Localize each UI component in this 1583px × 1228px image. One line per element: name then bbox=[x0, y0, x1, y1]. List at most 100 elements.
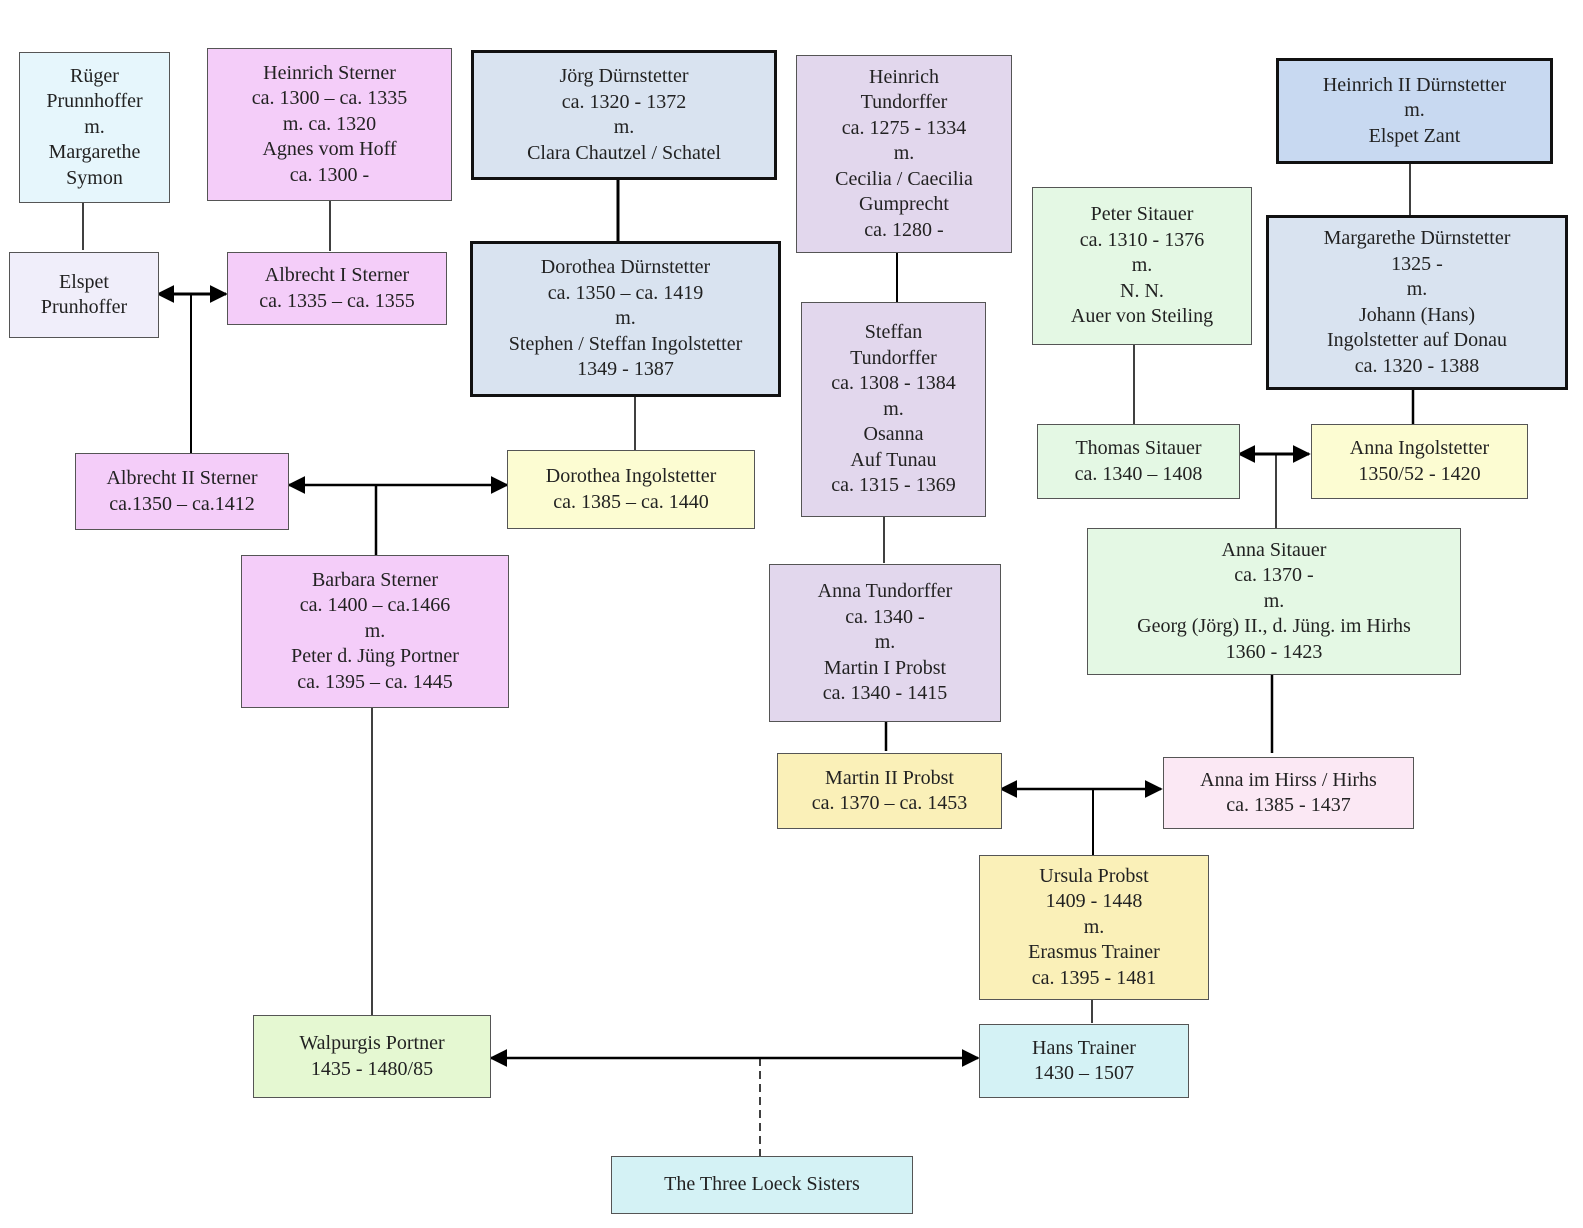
person-text-line: Prunhoffer bbox=[40, 296, 128, 318]
person-text-line: Tundorffer bbox=[850, 346, 937, 369]
person-text-line: The Three Loeck Sisters bbox=[664, 1173, 860, 1196]
person-text-line: m. bbox=[1406, 278, 1428, 300]
person-text-line: Thomas Sitauer bbox=[1075, 437, 1202, 459]
person-text-line: Elspet bbox=[59, 270, 109, 293]
person-text-line: Jörg Dürnstetter bbox=[559, 65, 689, 87]
person-text-line: Barbara Sterner bbox=[311, 568, 439, 591]
person-text-line: ca. 1340 – 1408 bbox=[1074, 462, 1203, 485]
person-text-line: Walpurgis Portner bbox=[299, 1032, 445, 1054]
person-text-line: m. bbox=[1083, 915, 1105, 938]
person-text-line: ca. 1315 - 1369 bbox=[831, 474, 956, 497]
person-text-line: Auer von Steiling bbox=[1070, 305, 1214, 328]
person-text-line: m. bbox=[613, 116, 635, 138]
person-text-line: ca. 1300 – ca. 1335 bbox=[251, 87, 408, 110]
person-text-line: ca. 1385 - 1437 bbox=[1226, 794, 1351, 816]
person-text-line: Heinrich Sterner bbox=[263, 61, 396, 84]
person-text-line: 1349 - 1387 bbox=[577, 358, 674, 381]
person-text-line: ca. 1400 – ca.1466 bbox=[299, 594, 451, 617]
person-text-line: Peter d. Jüng Portner bbox=[291, 645, 459, 668]
person-text-line: ca. 1395 - 1481 bbox=[1031, 966, 1157, 989]
person-text-line: ca. 1275 - 1334 bbox=[841, 116, 967, 139]
person-text-line: Ursula Probst bbox=[1039, 864, 1149, 887]
person-anna-im-hirss: Anna im Hirss / Hirhs ca. 1385 - 1437 bbox=[1163, 757, 1414, 829]
person-text-line: 1435 - 1480/85 bbox=[310, 1057, 434, 1080]
person-text-line: Albrecht I Sterner bbox=[264, 264, 410, 286]
person-text-line: ca. 1395 – ca. 1445 bbox=[297, 670, 453, 693]
person-text-line: Johann (Hans) bbox=[1358, 303, 1476, 326]
person-text-line: Agnes vom Hoff bbox=[262, 138, 397, 161]
person-text-line: ca. 1320 - 1372 bbox=[561, 90, 687, 113]
person-text-line: ca. 1340 - bbox=[845, 605, 925, 628]
person-text-line: m. bbox=[1131, 254, 1153, 277]
person-martin-ii-probst: Martin II Probst ca. 1370 – ca. 1453 bbox=[777, 753, 1002, 829]
person-text-line: Heinrich II Dürnstetter bbox=[1322, 73, 1507, 96]
person-text-line: Anna im Hirss / Hirhs bbox=[1200, 768, 1377, 791]
person-text-line: m. bbox=[1263, 589, 1285, 612]
person-text-line: ca. 1300 - bbox=[289, 163, 370, 186]
person-text-line: Heinrich bbox=[869, 65, 939, 88]
person-text-line: Anna Tundorffer bbox=[817, 580, 953, 603]
person-text-line: Rüger bbox=[70, 64, 119, 87]
person-text-line: 1325 - bbox=[1391, 252, 1443, 275]
person-margarethe-durnstetter: Margarethe Dürnstetter 1325 - m. Johann (Ha… bbox=[1266, 215, 1568, 390]
person-text-line: Steffan bbox=[864, 321, 923, 344]
person-text-line: Albrecht II Sterner bbox=[106, 467, 258, 489]
person-text-line: 1360 - 1423 bbox=[1225, 640, 1323, 663]
person-walpurgis-portner: Walpurgis Portner 1435 - 1480/85 bbox=[253, 1015, 491, 1098]
person-text-line: ca. 1320 - 1388 bbox=[1354, 354, 1480, 377]
person-text-line: Prunnhoffer bbox=[46, 90, 143, 113]
person-text-line: m. bbox=[364, 619, 386, 642]
person-albrecht-ii-sterner: Albrecht II Sterner ca.1350 – ca.1412 bbox=[75, 453, 289, 530]
person-text-line: Anna Ingolstetter bbox=[1349, 437, 1490, 459]
person-text-line: m. bbox=[893, 142, 915, 165]
person-text-line: ca. 1370 – ca. 1453 bbox=[811, 792, 968, 814]
person-text-line: Martin II Probst bbox=[825, 766, 954, 789]
person-text-line: ca. 1308 - 1384 bbox=[831, 372, 956, 395]
person-text-line: ca. 1350 – ca. 1419 bbox=[547, 281, 704, 304]
person-three-loeck-sisters: The Three Loeck Sisters bbox=[611, 1156, 913, 1214]
person-text-line: Peter Sitauer bbox=[1090, 203, 1194, 226]
person-text-line: Stephen / Steffan Ingolstetter bbox=[508, 332, 743, 355]
person-text-line: Clara Chautzel / Schatel bbox=[527, 141, 721, 164]
person-jorg-durnstetter: Jörg Dürnstetter ca. 1320 - 1372 m. Clara C… bbox=[471, 50, 777, 180]
person-text-line: m. ca. 1320 bbox=[282, 112, 377, 135]
person-text-line: Hans Trainer bbox=[1032, 1036, 1136, 1059]
person-text-line: ca. 1340 - 1415 bbox=[822, 682, 948, 705]
person-text-line: Osanna bbox=[863, 423, 924, 446]
person-text-line: Margarethe Dürnstetter bbox=[1323, 227, 1511, 249]
person-hans-trainer: Hans Trainer 1430 – 1507 bbox=[979, 1024, 1189, 1098]
person-text-line: ca. 1385 – ca. 1440 bbox=[553, 490, 709, 513]
person-text-line: Ingolstetter auf Donau bbox=[1327, 329, 1507, 351]
person-text-line: Erasmus Trainer bbox=[1028, 941, 1160, 964]
person-text-line: m. bbox=[874, 631, 896, 654]
person-text-line: Margarethe bbox=[48, 141, 141, 164]
person-text-line: Symon bbox=[66, 166, 123, 189]
person-text-line: ca. 1280 - bbox=[864, 218, 944, 241]
person-text-line: 1409 - 1448 bbox=[1045, 890, 1143, 913]
person-thomas-sitauer: Thomas Sitauer ca. 1340 – 1408 bbox=[1037, 424, 1240, 499]
person-text-line: ca. 1370 - bbox=[1234, 564, 1314, 587]
person-text-line: ca.1350 – ca.1412 bbox=[109, 492, 255, 515]
person-text-line: Dorothea Dürnstetter bbox=[540, 256, 711, 279]
person-text-line: m. bbox=[615, 307, 636, 330]
person-text-line: Elspet Zant bbox=[1368, 124, 1461, 147]
person-anna-ingolstetter: Anna Ingolstetter 1350/52 - 1420 bbox=[1311, 424, 1528, 499]
person-text-line: 1350/52 - 1420 bbox=[1358, 462, 1481, 485]
person-text-line: Martin I Probst bbox=[823, 656, 947, 679]
person-text-line: Cecilia / Caecilia bbox=[835, 167, 973, 190]
person-text-line: 1430 – 1507 bbox=[1034, 1062, 1134, 1084]
person-text-line: N. N. bbox=[1120, 279, 1164, 302]
